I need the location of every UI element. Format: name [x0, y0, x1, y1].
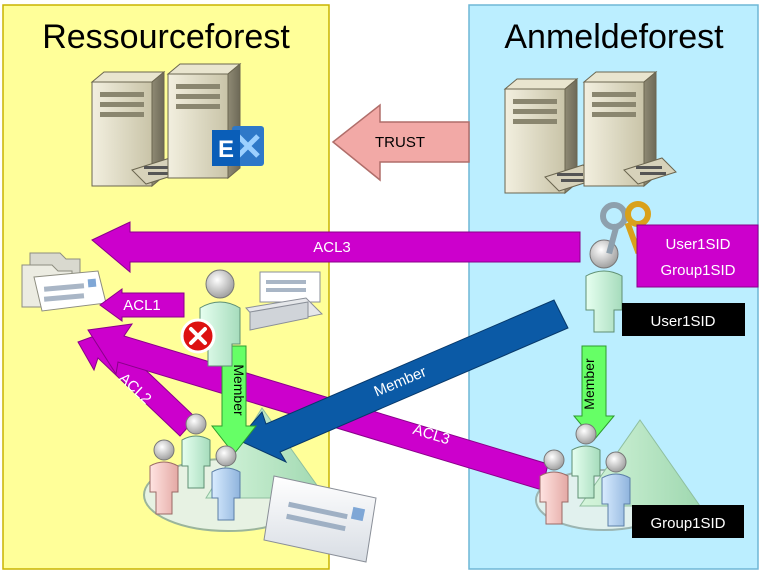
user-icon: [199, 269, 241, 367]
acl3-top-label: ACL3: [313, 239, 351, 256]
user-icon: [601, 451, 631, 527]
user-icon: [211, 445, 241, 521]
sid-token: User1SID Group1SID: [636, 224, 759, 288]
group-sid-tag: Group1SID: [632, 505, 744, 538]
acl3-top-arrow: ACL3: [91, 221, 581, 274]
member-right-label: Member: [581, 358, 597, 410]
user-sid-tag: User1SID: [622, 303, 745, 336]
ressourceforest-title: Ressourceforest: [42, 18, 290, 56]
user-icon: [571, 423, 601, 499]
deny-icon: [180, 318, 216, 354]
user-icon: [149, 439, 179, 515]
member-left-arrow: Member: [210, 345, 258, 455]
server-icon: [582, 70, 677, 188]
group-sid-label: Group1SID: [650, 515, 725, 532]
user-icon: [539, 449, 569, 525]
user-sid-label: User1SID: [650, 313, 715, 330]
token-line1: User1SID: [665, 236, 730, 253]
acl1-arrow: ACL1: [99, 288, 185, 322]
mailbox-folder-icon: [21, 252, 107, 312]
member-right-arrow: Member: [572, 345, 616, 441]
exchange-icon: E: [212, 126, 264, 166]
trust-label: TRUST: [375, 134, 425, 151]
trust-arrow: TRUST: [331, 103, 470, 182]
envelope-icon: [263, 475, 377, 563]
member-left-label: Member: [231, 364, 247, 416]
user-icon: [181, 413, 211, 489]
server-icon: [90, 70, 185, 188]
server-icon: [503, 77, 598, 195]
svg-text:E: E: [218, 136, 234, 163]
card-tray-icon: [245, 271, 324, 331]
token-line2: Group1SID: [660, 262, 735, 279]
anmeldeforest-title: Anmeldeforest: [504, 18, 724, 56]
acl1-label: ACL1: [123, 297, 161, 314]
